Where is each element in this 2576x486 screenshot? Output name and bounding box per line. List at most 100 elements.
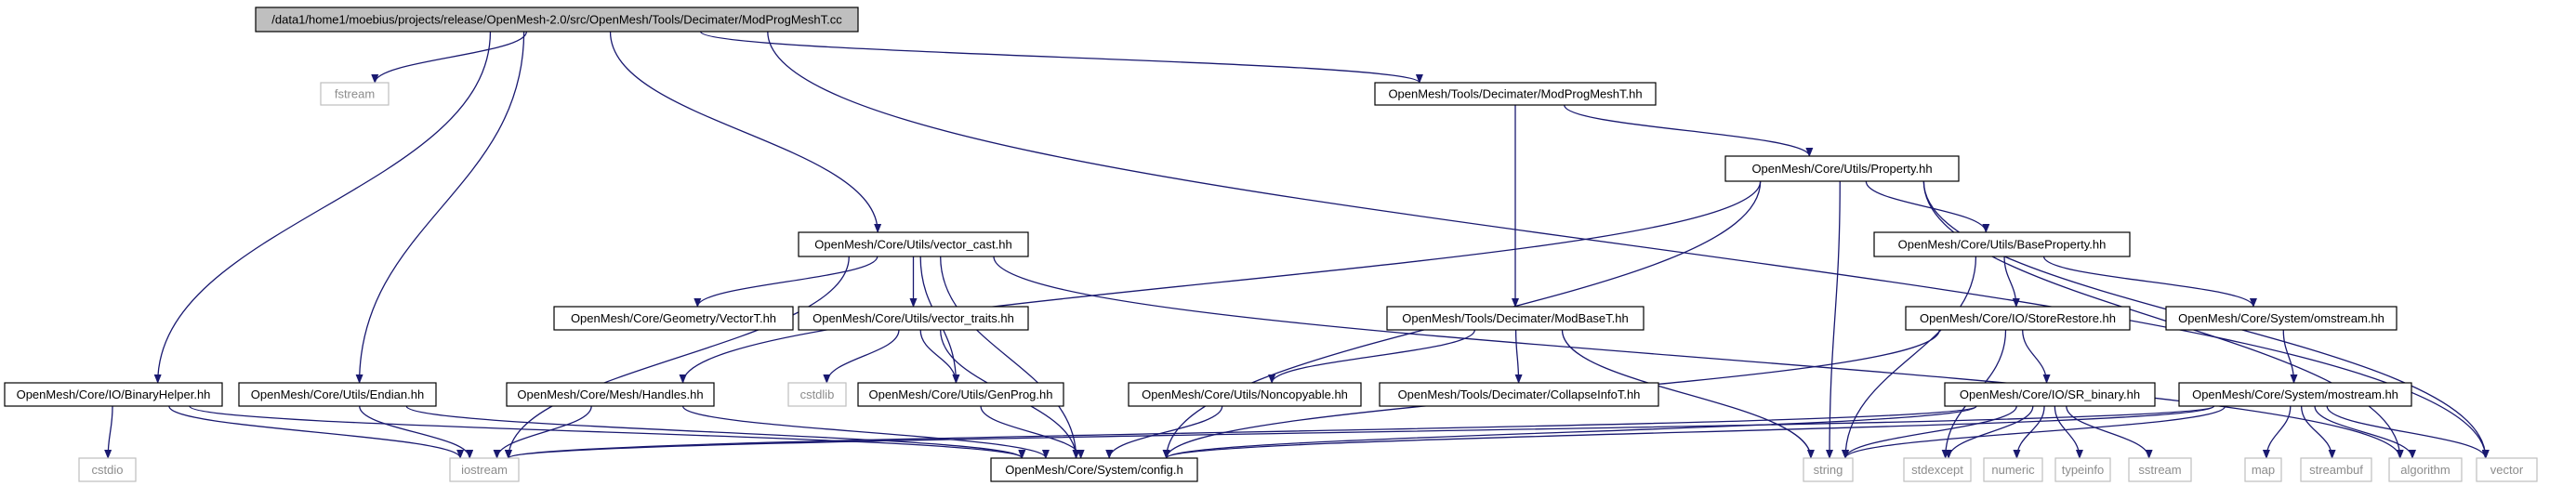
node-box <box>1905 306 2131 331</box>
edge-mostream-to-algorithm <box>2314 405 2416 459</box>
edge-root-to-vcast <box>609 31 882 233</box>
node-handles[interactable]: OpenMesh/Core/Mesh/Handles.hh <box>506 382 715 407</box>
node-box <box>787 382 847 407</box>
edge-omstream-to-mostream <box>2282 329 2298 384</box>
node-label: stdexcept <box>1911 463 1963 477</box>
node-noncopy[interactable]: OpenMesh/Core/Utils/Noncopyable.hh <box>1128 382 1362 407</box>
node-label: OpenMesh/Core/Utils/BaseProperty.hh <box>1898 238 2107 252</box>
node-box <box>1724 155 1960 182</box>
node-box <box>798 306 1029 331</box>
node-baseprop[interactable]: OpenMesh/Core/Utils/BaseProperty.hh <box>1873 231 2131 257</box>
edge-handles-to-iostream <box>493 405 592 459</box>
node-label: OpenMesh/Core/System/omstream.hh <box>2178 311 2384 325</box>
edge-root-to-modprogh <box>700 31 1423 84</box>
edge-vtraits-to-genprog <box>919 329 960 384</box>
node-label: typeinfo <box>2062 463 2105 477</box>
edge-modbase-to-string <box>1561 329 1815 459</box>
node-label: OpenMesh/Core/Utils/Noncopyable.hh <box>1142 387 1348 401</box>
node-vectort[interactable]: OpenMesh/Core/Geometry/VectorT.hh <box>553 306 794 331</box>
node-label: sstream <box>2138 463 2181 477</box>
node-binhelper[interactable]: OpenMesh/Core/IO/BinaryHelper.hh <box>4 382 223 407</box>
node-box <box>2128 457 2192 482</box>
node-modbase[interactable]: OpenMesh/Tools/Decimater/ModBaseT.hh <box>1386 306 1645 331</box>
node-box <box>798 231 1029 257</box>
node-box <box>1903 457 1972 482</box>
edge-vcast-to-vectort <box>694 256 878 308</box>
node-box <box>1128 382 1362 407</box>
node-label: OpenMesh/Core/Geometry/VectorT.hh <box>571 311 776 325</box>
node-fstream: fstream <box>320 82 390 106</box>
node-typeinfo: typeinfo <box>2054 457 2111 482</box>
node-vector: vector <box>2476 457 2538 482</box>
node-label: OpenMesh/Core/IO/BinaryHelper.hh <box>17 387 211 401</box>
node-string: string <box>1803 457 1854 482</box>
node-stdexcept: stdexcept <box>1903 457 1972 482</box>
edge-srbinary-to-stdexcept <box>1945 405 2034 459</box>
node-label: OpenMesh/Core/System/mostream.hh <box>2192 387 2398 401</box>
node-map: map <box>2244 457 2282 482</box>
edge-root-to-vector <box>767 31 2490 459</box>
node-label: algorithm <box>2400 463 2450 477</box>
node-label: OpenMesh/Core/Utils/vector_traits.hh <box>812 311 1014 325</box>
node-box <box>1374 82 1657 106</box>
node-box <box>4 382 223 407</box>
node-label: OpenMesh/Core/Mesh/Handles.hh <box>517 387 703 401</box>
node-box <box>2165 306 2398 331</box>
node-box <box>2300 457 2372 482</box>
node-box <box>320 82 390 106</box>
node-label: OpenMesh/Core/Utils/Endian.hh <box>251 387 424 401</box>
node-collapse[interactable]: OpenMesh/Tools/Decimater/CollapseInfoT.h… <box>1379 382 1659 407</box>
node-box <box>2244 457 2282 482</box>
edge-baseprop-to-omstream <box>2042 256 2257 308</box>
nodes: /data1/home1/moebius/projects/release/Op… <box>4 7 2538 482</box>
node-property[interactable]: OpenMesh/Core/Utils/Property.hh <box>1724 155 1960 182</box>
node-box <box>449 457 520 482</box>
node-box <box>1873 231 2131 257</box>
node-label: OpenMesh/Tools/Decimater/ModProgMeshT.hh <box>1388 87 1642 101</box>
node-mostream[interactable]: OpenMesh/Core/System/mostream.hh <box>2178 382 2412 407</box>
node-label: OpenMesh/Core/IO/StoreRestore.hh <box>1920 311 2116 325</box>
node-label: OpenMesh/Tools/Decimater/ModBaseT.hh <box>1402 311 1629 325</box>
node-label: OpenMesh/Core/Utils/vector_cast.hh <box>814 238 1011 252</box>
node-label: OpenMesh/Core/IO/SR_binary.hh <box>1960 387 2140 401</box>
node-cstdlib: cstdlib <box>787 382 847 407</box>
node-root[interactable]: /data1/home1/moebius/projects/release/Op… <box>255 7 859 33</box>
node-vcast[interactable]: OpenMesh/Core/Utils/vector_cast.hh <box>798 231 1029 257</box>
node-label: cstdlib <box>800 387 835 401</box>
edge-root-to-binhelper <box>153 31 492 384</box>
node-label: map <box>2252 463 2275 477</box>
node-box <box>553 306 794 331</box>
edge-baseprop-to-string <box>1842 256 1977 459</box>
node-box <box>1944 382 2156 407</box>
node-endian[interactable]: OpenMesh/Core/Utils/Endian.hh <box>238 382 437 407</box>
node-streambuf: streambuf <box>2300 457 2372 482</box>
edge-root-to-fstream <box>371 31 528 84</box>
edge-modprogh-to-property <box>1564 104 1814 157</box>
node-omstream[interactable]: OpenMesh/Core/System/omstream.hh <box>2165 306 2398 331</box>
node-label: /data1/home1/moebius/projects/release/Op… <box>271 13 842 27</box>
node-storerestore[interactable]: OpenMesh/Core/IO/StoreRestore.hh <box>1905 306 2131 331</box>
edge-mostream-to-map <box>2262 405 2292 459</box>
edge-mostream-to-string <box>1842 405 2226 459</box>
edge-baseprop-to-storerestore <box>2003 256 2020 308</box>
node-sstream: sstream <box>2128 457 2192 482</box>
node-label: vector <box>2490 463 2524 477</box>
edge-mostream-to-iostream <box>505 405 2215 459</box>
node-label: OpenMesh/Core/System/config.h <box>1005 463 1182 477</box>
node-config[interactable]: OpenMesh/Core/System/config.h <box>990 457 1198 482</box>
edge-handles-to-config <box>681 405 1050 459</box>
edge-binhelper-to-iostream <box>168 405 464 459</box>
node-box <box>78 457 137 482</box>
node-label: fstream <box>335 87 375 101</box>
node-modprogh[interactable]: OpenMesh/Tools/Decimater/ModProgMeshT.hh <box>1374 82 1657 106</box>
edge-vcast-to-algorithm <box>993 256 2404 459</box>
edge-srbinary-to-iostream <box>505 405 1977 459</box>
node-vtraits[interactable]: OpenMesh/Core/Utils/vector_traits.hh <box>798 306 1029 331</box>
edge-vcast-to-config <box>940 256 1080 459</box>
edge-srbinary-to-config <box>1163 405 1977 459</box>
node-box <box>857 382 1064 407</box>
node-srbinary[interactable]: OpenMesh/Core/IO/SR_binary.hh <box>1944 382 2156 407</box>
node-genprog[interactable]: OpenMesh/Core/Utils/GenProg.hh <box>857 382 1064 407</box>
edge-endian-to-iostream <box>359 405 474 459</box>
node-label: iostream <box>461 463 508 477</box>
